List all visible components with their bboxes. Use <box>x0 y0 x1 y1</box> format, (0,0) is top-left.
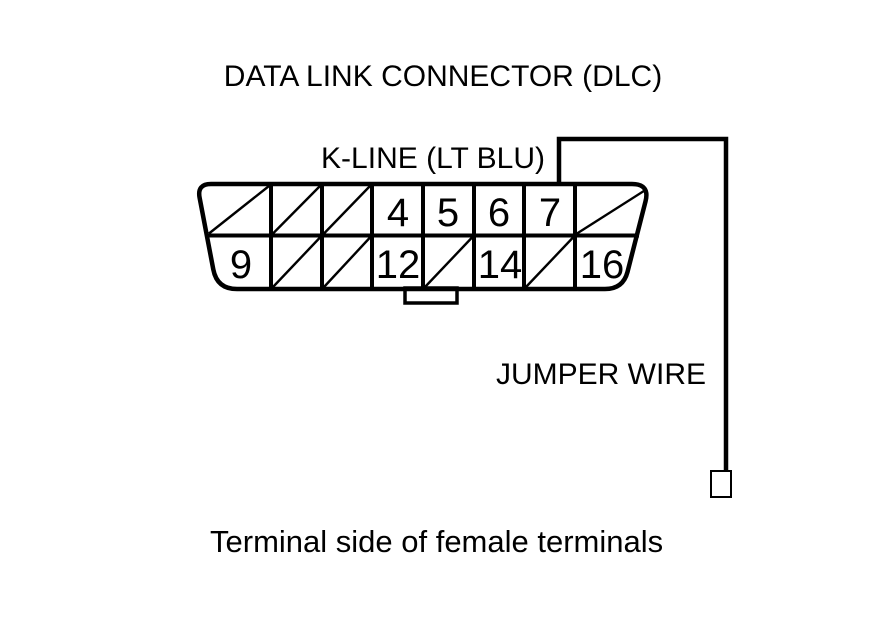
unused-pin-slash <box>272 185 321 235</box>
caption: Terminal side of female terminals <box>210 524 663 559</box>
pin-grid <box>206 185 639 288</box>
jumper-wire-terminal-square <box>710 470 732 498</box>
pin-label-5: 5 <box>437 191 459 235</box>
jumper-wire-line <box>556 136 729 471</box>
connector-body: 4 5 6 7 9 12 14 16 <box>196 181 649 305</box>
page-title: DATA LINK CONNECTOR (DLC) <box>224 60 662 93</box>
pin-label-9: 9 <box>230 243 252 287</box>
pin-label-4: 4 <box>387 191 409 235</box>
connector-outline <box>196 181 649 292</box>
jumper-wire-label: JUMPER WIRE <box>496 358 706 391</box>
unused-pin-slash <box>272 236 321 288</box>
pin-label-14: 14 <box>478 243 523 287</box>
unused-pin-slash <box>208 185 270 235</box>
unused-pin-slash <box>576 187 648 235</box>
pin-label-6: 6 <box>488 191 510 235</box>
k-line-label: K-LINE (LT BLU) <box>321 142 545 175</box>
pin-label-12: 12 <box>376 243 421 287</box>
pin-label-16: 16 <box>580 243 625 287</box>
pin-numbers: 4 5 6 7 9 12 14 16 <box>230 191 624 287</box>
unused-pin-slash <box>424 236 473 288</box>
unused-pin-slash <box>525 236 574 288</box>
pin-label-7: 7 <box>539 191 561 235</box>
unused-pin-slash <box>323 236 371 288</box>
unused-pin-slashes <box>208 185 648 288</box>
unused-pin-slash <box>323 185 371 235</box>
